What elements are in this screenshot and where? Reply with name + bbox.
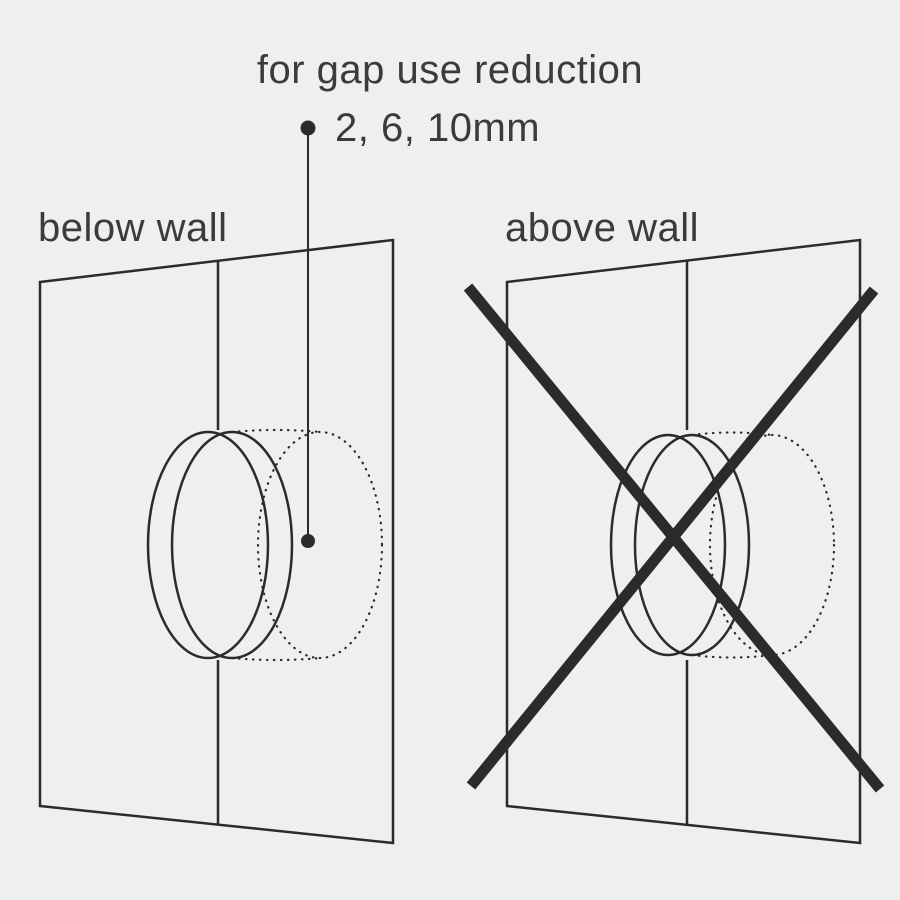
- below-wall-label: below wall: [38, 206, 228, 250]
- knob-projection: [708, 433, 836, 657]
- wall-panel: [38, 238, 395, 845]
- page-title: for gap use reduction: [256, 48, 644, 92]
- knob-rim: [170, 430, 294, 660]
- cross-out-icon: [463, 283, 885, 793]
- above-wall-drawing: [463, 238, 885, 845]
- knob-projection: [256, 430, 384, 660]
- wall-panel: [505, 238, 862, 845]
- leader-line: [300, 120, 316, 548]
- below-wall-drawing: [38, 238, 395, 845]
- knob-front: [609, 433, 727, 657]
- knob-front: [146, 430, 270, 660]
- leader-bullet-top: [300, 120, 316, 136]
- measurement-label: 2, 6, 10mm: [335, 106, 541, 150]
- above-wall-label: above wall: [505, 206, 700, 250]
- leader-bullet-bottom: [301, 534, 315, 548]
